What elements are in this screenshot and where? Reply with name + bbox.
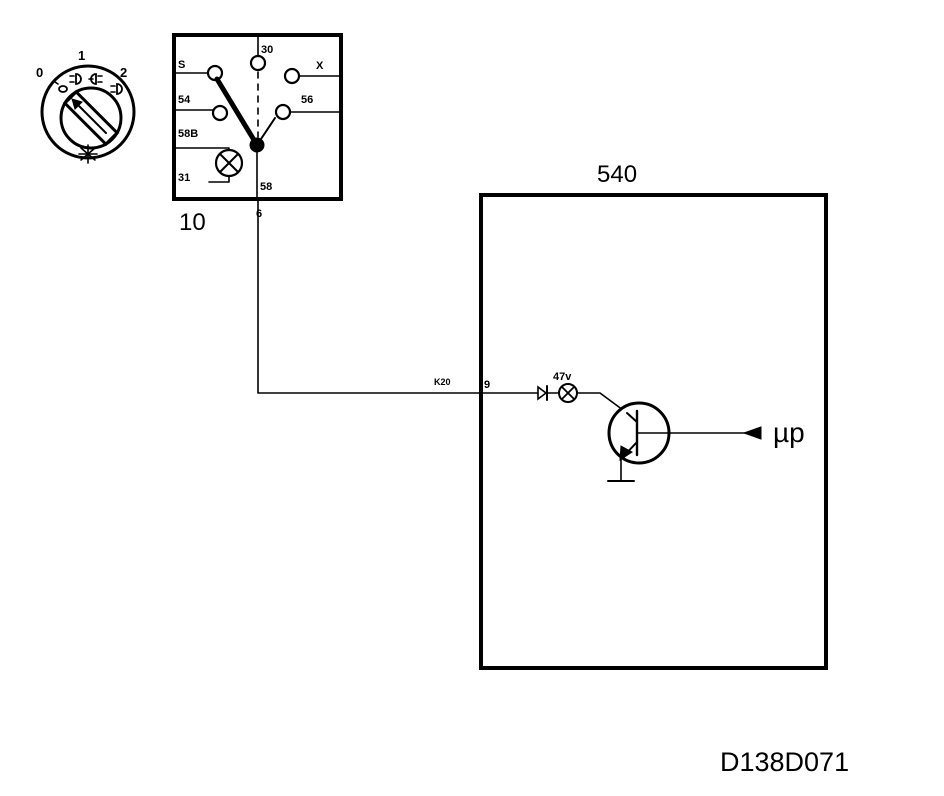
- control-unit-id-label: 540: [597, 161, 637, 188]
- rotary-switch-pointer-line: [75, 102, 107, 134]
- warning-lamp-icon: [558, 383, 578, 403]
- side-light-symbol-icon: [69, 73, 82, 85]
- switch-lever-main: [214, 76, 260, 148]
- rotary-switch: 0 1 2: [36, 48, 136, 164]
- dipped-beam-symbol-icon: [88, 73, 103, 85]
- lamp-rating-label: 47v: [553, 371, 572, 383]
- terminal-54-label: 54: [178, 94, 191, 106]
- terminal-56-contact: [274, 103, 292, 121]
- parking-light-symbol-icon: [54, 81, 68, 93]
- asterisk-symbol-icon: [78, 144, 98, 164]
- microprocessor-input-arrow-icon: [742, 426, 762, 440]
- control-unit-frame: [479, 193, 828, 670]
- position-label-0: 0: [36, 65, 43, 80]
- control-unit-input-pin-label: 9: [484, 379, 490, 391]
- terminal-54-contact: [211, 104, 229, 122]
- terminal-58b-label: 58B: [178, 128, 198, 140]
- diagram-code-label: D138D071: [720, 747, 849, 777]
- lamp-to-transistor-wire: [576, 392, 628, 414]
- terminal-x-contact: [283, 67, 301, 85]
- position-label-1: 1: [78, 48, 85, 63]
- switch-output-pin-label: 6: [256, 208, 262, 220]
- connecting-wire: [257, 198, 482, 394]
- diode-icon: [537, 385, 548, 401]
- main-beam-symbol-icon: [110, 83, 123, 95]
- control-unit-540: 9 47v µp: [479, 193, 828, 670]
- terminal-s-label: S: [178, 59, 185, 71]
- switch-unit-id-label: 10: [179, 209, 206, 236]
- wire-code-label: K20: [434, 377, 451, 387]
- switch-illumination-lamp-icon: [214, 148, 244, 178]
- switch-unit-10: 30 X S 54 56 58 58B: [172, 33, 343, 201]
- microprocessor-label: µp: [773, 417, 805, 448]
- rotary-switch-pointer-arrow-icon: [71, 98, 83, 110]
- switch-lamp-supply-wire: [175, 147, 230, 151]
- switch-lamp-ground-wire: [208, 175, 230, 183]
- terminal-56-label: 56: [301, 94, 313, 106]
- terminal-x-label: X: [316, 60, 324, 72]
- position-label-2: 2: [120, 65, 127, 80]
- terminal-58-label: 58: [260, 181, 272, 193]
- terminal-31-label: 31: [178, 172, 190, 184]
- terminal-30-contact: [249, 54, 267, 72]
- terminal-30-label: 30: [261, 44, 273, 56]
